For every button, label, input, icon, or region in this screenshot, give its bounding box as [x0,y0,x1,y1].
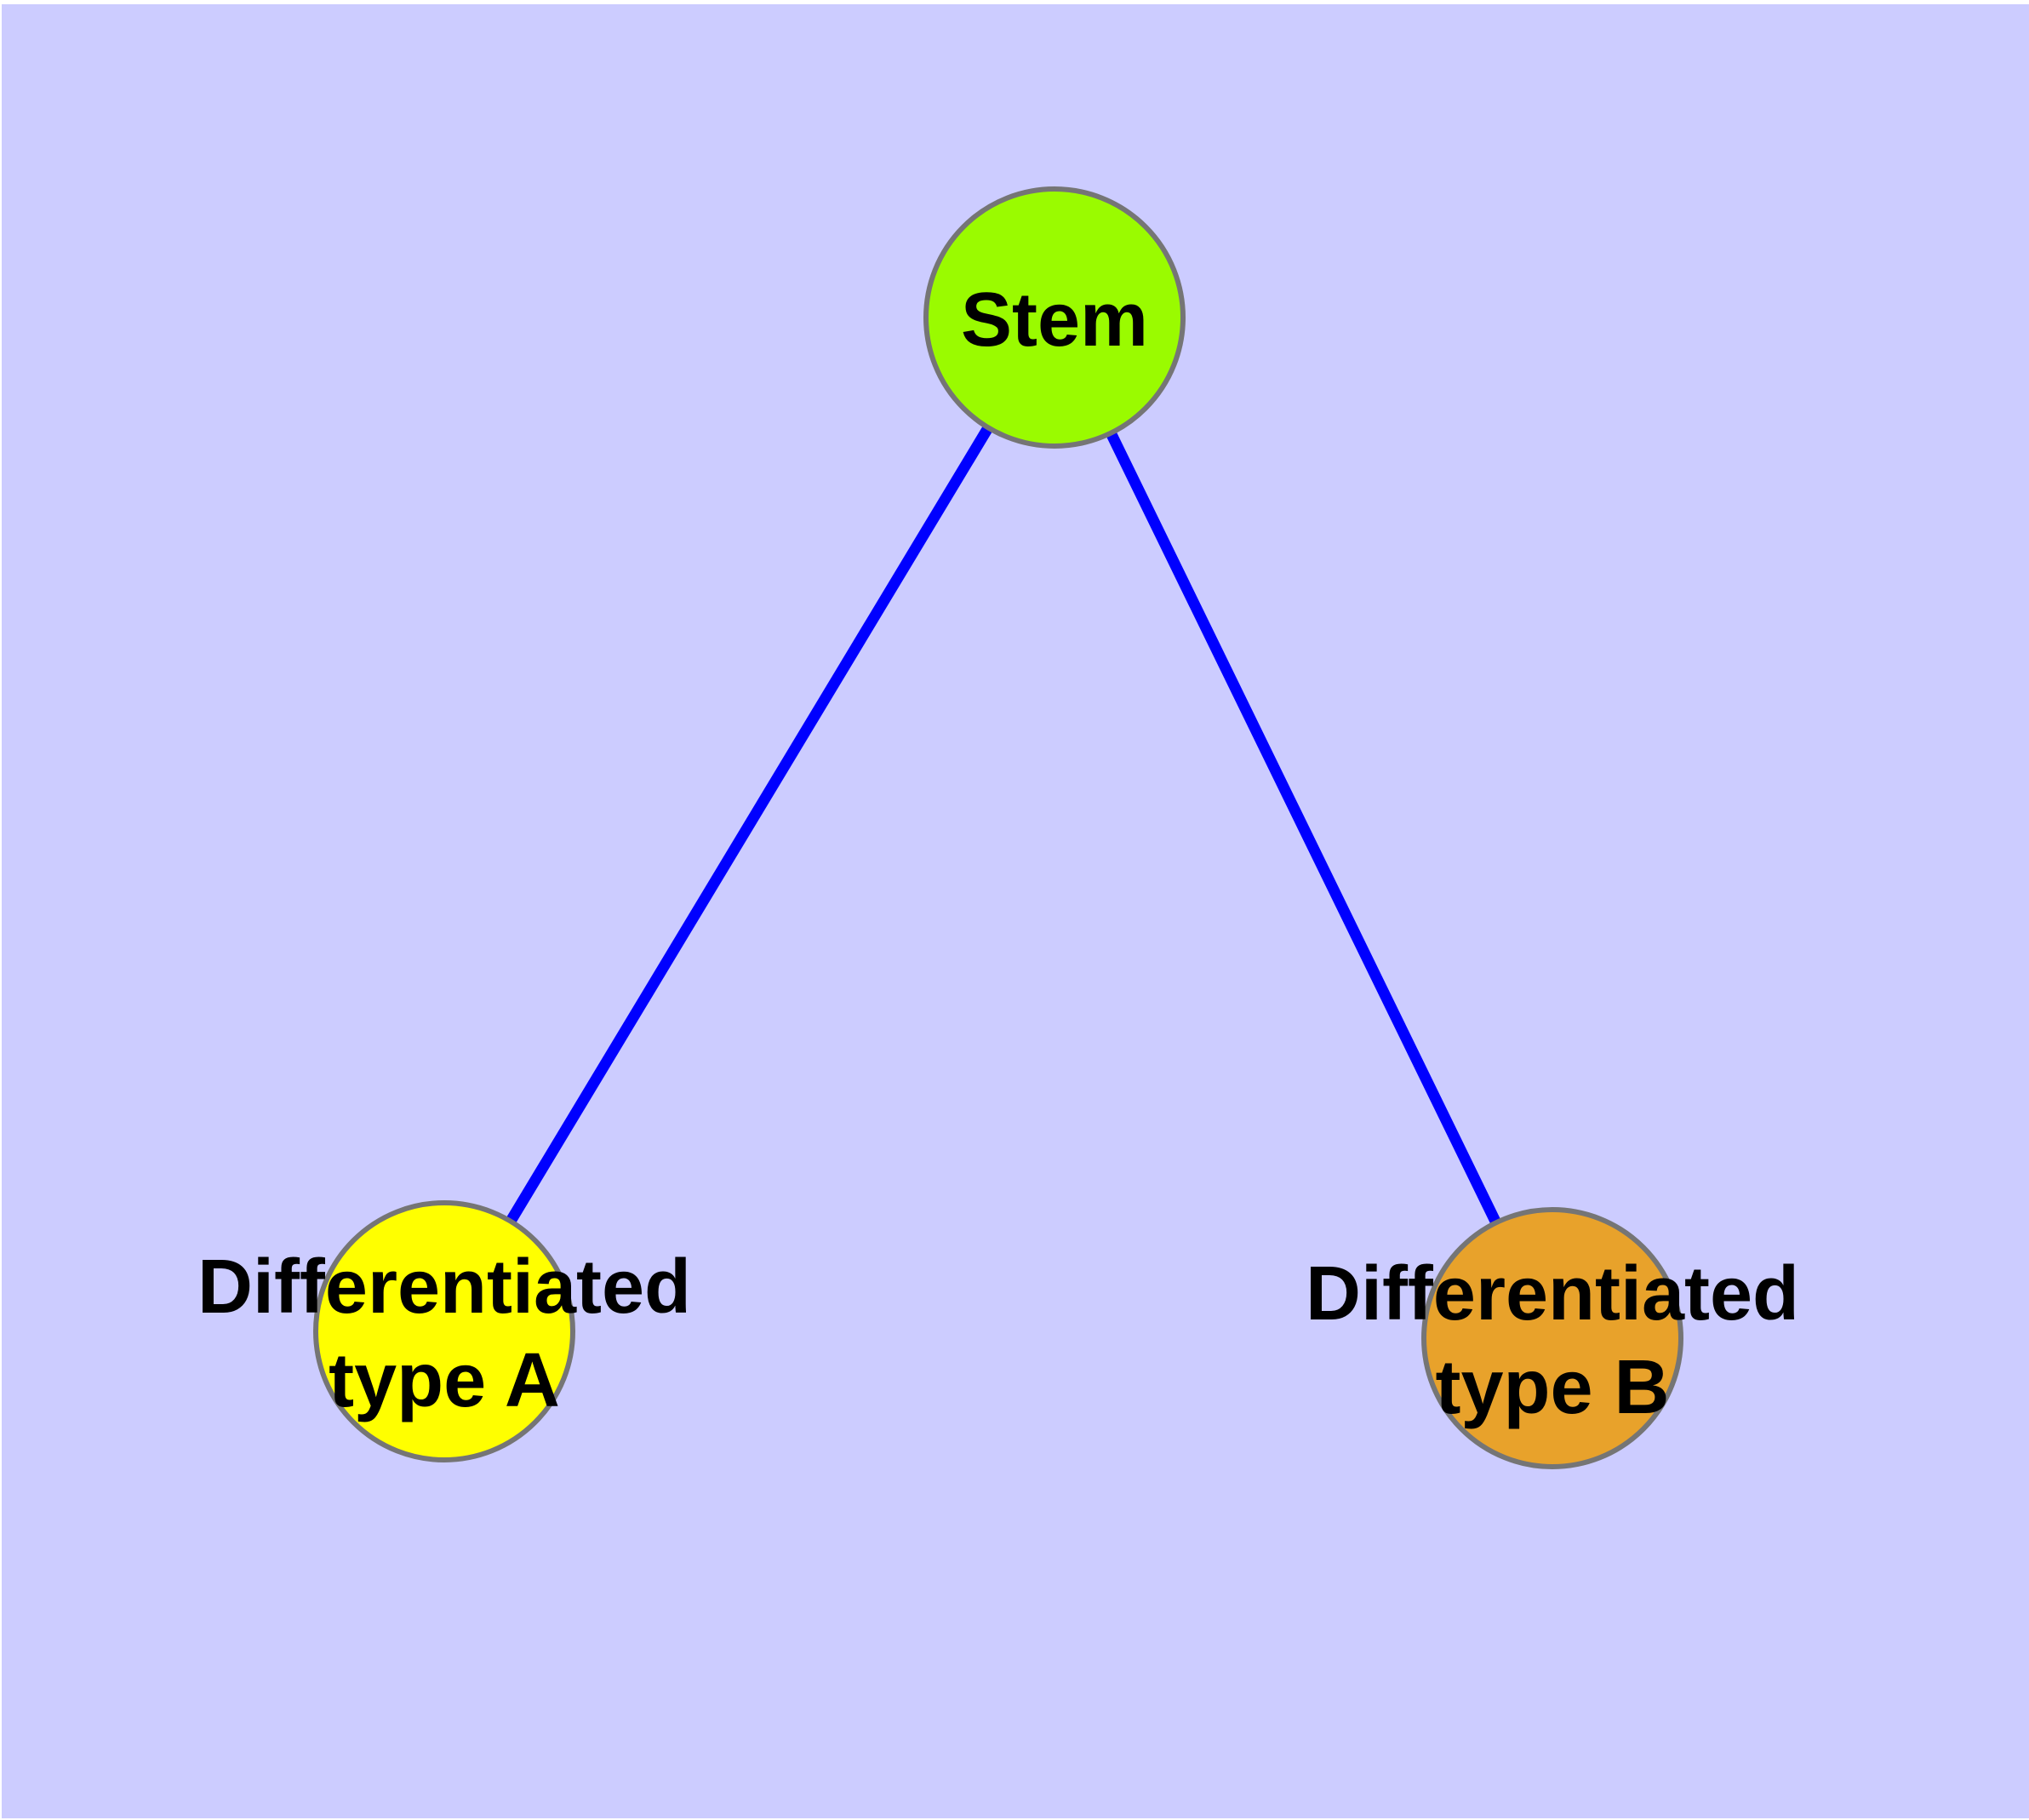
edge-stem-to-type-b [1049,315,1557,1341]
node-label-type-b-line1: Differentiated [1306,1251,1799,1336]
node-differentiated-type-a [313,1200,575,1462]
node-label-type-a-line1: Differentiated [197,1245,691,1330]
node-label-stem: Stem [961,278,1148,363]
node-label-type-a-line2: type A [329,1338,560,1423]
node-differentiated-type-b [1421,1207,1683,1469]
node-stem [923,186,1186,449]
node-label-type-b-line2: type B [1435,1345,1669,1430]
edge-stem-to-type-a [439,314,1060,1335]
